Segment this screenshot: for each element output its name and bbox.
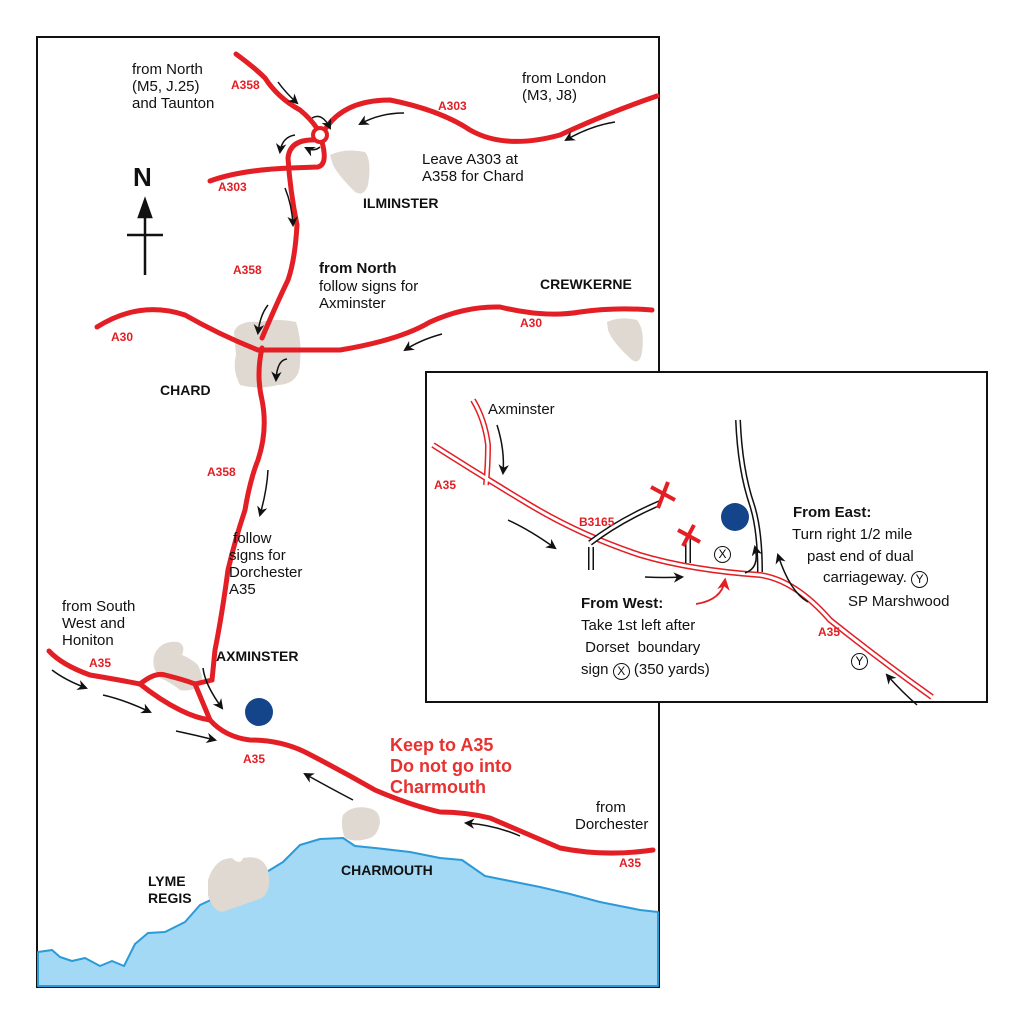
compass-north-label: N [133, 162, 152, 192]
label-from-north-body: follow signs for Axminster [319, 278, 419, 312]
town-charmouth: CHARMOUTH [341, 862, 433, 878]
town-ilminster: ILMINSTER [363, 195, 439, 211]
town-axminster: AXMINSTER [216, 648, 299, 664]
charmouth-area [341, 807, 380, 841]
closed-road-icon [650, 481, 701, 547]
compass-arrow-icon [127, 196, 163, 275]
from-east-line1: Turn right 1/2 mile [792, 526, 913, 543]
from-west-line1: Take 1st left after [581, 617, 696, 634]
label-from-north-title: from North [319, 260, 397, 277]
road-a35-bypass [137, 681, 213, 723]
marker-y-icon: Y [851, 653, 868, 670]
from-west-line3: sign X (350 yards) [581, 661, 710, 680]
chard-area [234, 320, 301, 388]
from-west-title: From West: [581, 595, 664, 612]
marker-x-inset: X [714, 544, 731, 563]
road-axminster-spur [192, 677, 215, 687]
marker-y-icon: Y [911, 571, 929, 588]
label-from-london: from London (M3, J8) [522, 70, 607, 104]
from-east-title: From East: [793, 504, 872, 521]
road-label-a303-west: A303 [218, 180, 247, 194]
marker-y-inset: Y [851, 651, 868, 670]
destination-marker [245, 698, 273, 726]
inset-destination-marker [721, 503, 749, 531]
inset-road-label-a35-west: A35 [434, 478, 457, 492]
from-east-line3: carriageway. Y [823, 569, 929, 588]
road-label-a35-axminster: A35 [243, 752, 266, 766]
town-crewkerne: CREWKERNE [540, 276, 632, 292]
label-follow-dorchester: follow signs for Dorchester A35 [229, 530, 303, 598]
lyme-regis-area [208, 857, 270, 912]
inset-road-label-a35-east: A35 [818, 625, 841, 639]
sea-area [37, 837, 659, 987]
label-from-dorchester: from Dorchester [575, 799, 649, 833]
town-lyme-regis: LYME REGIS [148, 873, 192, 906]
town-areas [153, 150, 643, 912]
warning-keep-to-a35: Keep to A35 Do not go into Charmouth [390, 735, 512, 797]
inset-label-axminster: Axminster [488, 401, 555, 418]
road-label-a35-west: A35 [89, 656, 112, 670]
inset-direction-arrows [496, 424, 918, 706]
road-a358-south [209, 345, 267, 683]
crewkerne-area [607, 318, 643, 362]
inset-roads [431, 398, 934, 700]
label-from-north-taunton: from North (M5, J.25) and Taunton [132, 61, 215, 112]
town-chard: CHARD [160, 382, 211, 398]
road-a358-north [233, 51, 321, 133]
road-label-a35-east: A35 [619, 856, 642, 870]
road-a303-east [323, 93, 660, 144]
marker-x-icon: X [612, 663, 630, 680]
axminster-area [153, 641, 203, 691]
road-label-a30-west: A30 [111, 330, 134, 344]
roundabout-ilminster [311, 126, 329, 144]
label-leave-a303: Leave A303 at A358 for Chard [422, 151, 524, 185]
direction-arrows [51, 81, 616, 837]
ilminster-area [330, 150, 370, 194]
road-label-a358-south: A358 [207, 465, 236, 479]
road-a30 [94, 304, 655, 353]
inset-map-frame [425, 371, 988, 703]
from-west-line2: Dorset boundary [581, 639, 701, 656]
road-label-a358-mid: A358 [233, 263, 262, 277]
label-from-south-west: from South West and Honiton [62, 598, 136, 649]
marker-x-icon: X [714, 546, 731, 563]
road-label-a303-east: A303 [438, 99, 467, 113]
inset-road-label-b3165: B3165 [579, 515, 615, 529]
from-east-line4: SP Marshwood [848, 593, 950, 610]
road-label-a30-east: A30 [520, 316, 543, 330]
main-roads [46, 51, 660, 856]
road-label-a358-north: A358 [231, 78, 260, 92]
from-west-red-arrow [695, 577, 730, 605]
from-east-line2: past end of dual [807, 548, 914, 565]
